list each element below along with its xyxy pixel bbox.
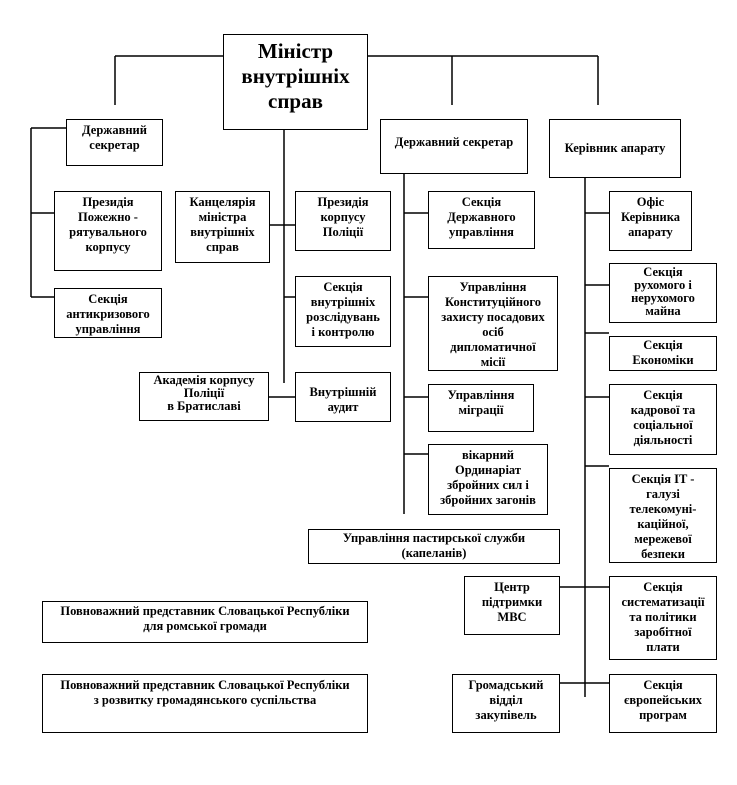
migration-office-label: Управління міграції: [447, 388, 515, 417]
head-office-bureau-box: Офіс Керівника апарату: [609, 191, 692, 251]
it-section-box: Секція IT - галузі телекомуні- каційної,…: [609, 468, 717, 563]
pastoral-service-office-box: Управління пастирської служби (капеланів…: [308, 529, 560, 564]
internal-audit-box: Внутрішній аудит: [295, 372, 391, 422]
state-secretary-mid-box: Державний секретар: [380, 119, 528, 174]
pastoral-service-office-label: Управління пастирської служби (капеланів…: [342, 531, 526, 560]
roma-representative-label: Повноважний представник Словацької Респу…: [60, 604, 350, 633]
wage-policy-section-box: Секція систематизації та політики заробі…: [609, 576, 717, 660]
public-procurement-dept-box: Громадський відділ закупівель: [452, 674, 560, 733]
it-section-label: Секція IT - галузі телекомуні- каційної,…: [629, 472, 697, 561]
military-ordinariate-label: вікарний Ординаріат збройних сил і зброй…: [440, 448, 536, 507]
migration-office-box: Управління міграції: [428, 384, 534, 432]
state-secretary-left-box: Державний секретар: [66, 119, 163, 166]
fire-rescue-presidium-box: Президія Пожежно - рятувального корпусу: [54, 191, 162, 271]
crisis-management-section-label: Секція антикризового управління: [66, 292, 150, 336]
police-presidium-label: Президія корпусу Поліції: [317, 195, 369, 239]
fire-rescue-presidium-label: Президія Пожежно - рятувального корпусу: [69, 195, 147, 254]
police-academy-box: Академія корпусу Поліції в Братиславі: [139, 372, 269, 421]
economics-section-label: Секція Економіки: [632, 338, 694, 367]
constitutional-protection-office-box: Управління Конституційного захисту посад…: [428, 276, 558, 371]
police-presidium-box: Президія корпусу Поліції: [295, 191, 391, 251]
european-programs-section-label: Секція європейських програм: [623, 678, 703, 722]
internal-investigations-section-label: Секція внутрішніх розслідувань і контрол…: [306, 280, 380, 339]
mvs-support-center-label: Центр підтримки МВС: [481, 580, 543, 624]
wage-policy-section-label: Секція систематизації та політики заробі…: [621, 580, 705, 654]
head-of-office-box: Керівник апарату: [549, 119, 681, 178]
hr-social-section-label: Секція кадрової та соціальної діяльності: [630, 388, 696, 447]
head-office-bureau-label: Офіс Керівника апарату: [621, 195, 680, 239]
state-secretary-mid-label: Державний секретар: [394, 135, 514, 149]
public-administration-section-box: Секція Державного управління: [428, 191, 535, 249]
military-ordinariate-box: вікарний Ординаріат збройних сил і зброй…: [428, 444, 548, 515]
minister-label: Міністр внутрішніх справ: [241, 39, 350, 113]
civil-society-representative-box: Повноважний представник Словацької Респу…: [42, 674, 368, 733]
police-academy-label: Академія корпусу Поліції в Братиславі: [153, 373, 255, 413]
property-section-box: Секція рухомого і нерухомого майна: [609, 263, 717, 323]
economics-section-box: Секція Економіки: [609, 336, 717, 371]
minister-chancellery-label: Канцелярія міністра внутрішніх справ: [189, 195, 256, 254]
civil-society-representative-label: Повноважний представник Словацької Респу…: [60, 678, 350, 707]
head-of-office-label: Керівник апарату: [564, 141, 666, 155]
internal-investigations-section-box: Секція внутрішніх розслідувань і контрол…: [295, 276, 391, 347]
public-procurement-dept-label: Громадський відділ закупівель: [468, 678, 544, 722]
public-administration-section-label: Секція Державного управління: [447, 195, 516, 239]
internal-audit-label: Внутрішній аудит: [309, 385, 377, 414]
property-section-label: Секція рухомого і нерухомого майна: [631, 265, 695, 318]
hr-social-section-box: Секція кадрової та соціальної діяльності: [609, 384, 717, 455]
mvs-support-center-box: Центр підтримки МВС: [464, 576, 560, 635]
state-secretary-left-label: Державний секретар: [82, 123, 147, 152]
european-programs-section-box: Секція європейських програм: [609, 674, 717, 733]
minister-chancellery-box: Канцелярія міністра внутрішніх справ: [175, 191, 270, 263]
constitutional-protection-office-label: Управління Конституційного захисту посад…: [441, 280, 545, 369]
crisis-management-section-box: Секція антикризового управління: [54, 288, 162, 338]
roma-representative-box: Повноважний представник Словацької Респу…: [42, 601, 368, 643]
minister-box: Міністр внутрішніх справ: [223, 34, 368, 130]
